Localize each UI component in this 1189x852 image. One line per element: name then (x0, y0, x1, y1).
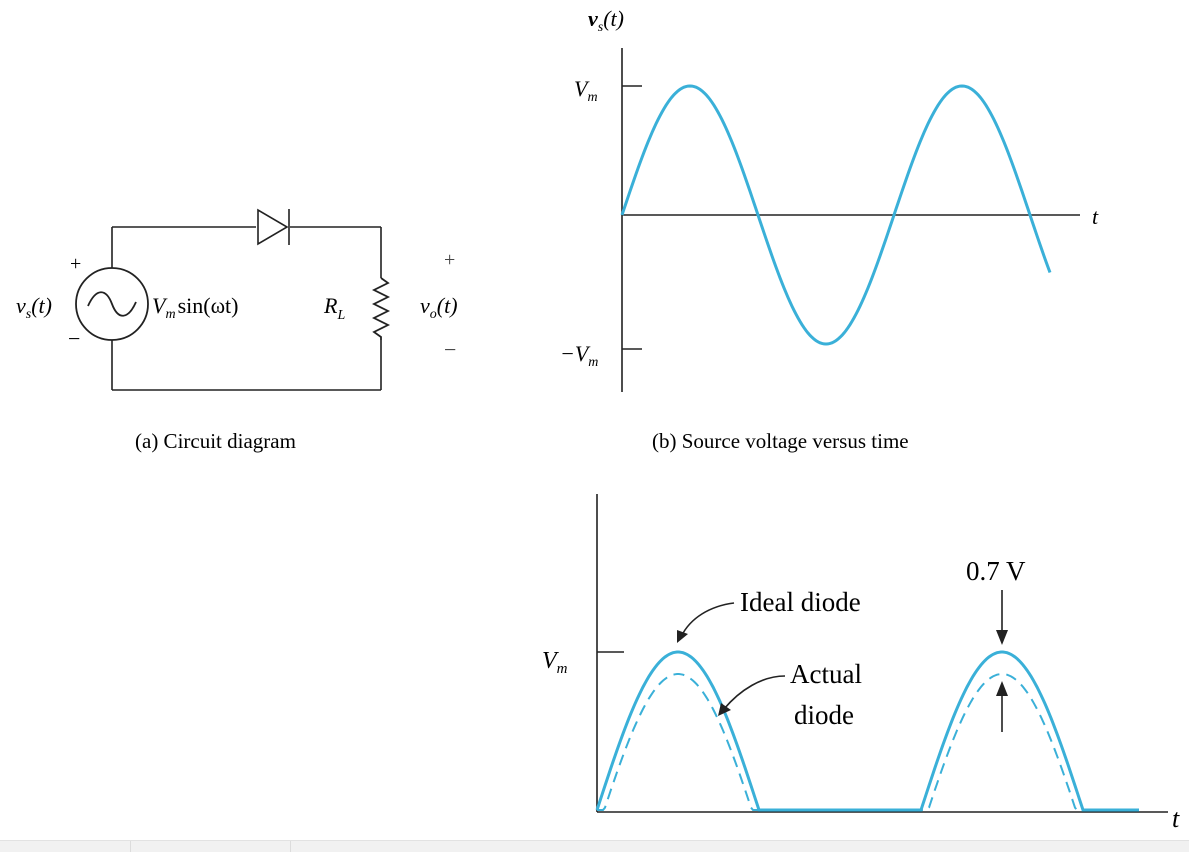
actual-diode-label-line1: Actual (790, 659, 862, 689)
diode-drop-arrowhead-down (996, 630, 1008, 645)
source-voltage-label: vs(t) (16, 293, 52, 322)
output-minus-sign: − (444, 337, 456, 362)
source-voltage-plot: vs(t) Vm −Vm t (b) Source voltage versus… (560, 6, 1099, 453)
source-expression-subscript: m (165, 307, 175, 322)
output-plus-sign: + (444, 249, 455, 271)
source-plot-neg-vm-subscript: m (588, 355, 598, 370)
source-plot-vm-label: Vm (574, 76, 598, 105)
source-voltage-symbol: v (16, 293, 26, 318)
output-voltage-label: vo(t) (420, 293, 458, 322)
ideal-diode-arrowhead (677, 630, 688, 643)
strip-divider (290, 841, 291, 852)
source-plus-sign: + (70, 253, 81, 275)
source-plot-xlabel: t (1092, 204, 1099, 229)
source-plot-caption: (b) Source voltage versus time (652, 429, 909, 453)
circuit-wires (111, 226, 382, 391)
resistor-symbol-letter: R (323, 293, 338, 318)
source-plot-ylabel-argument: (t) (603, 6, 624, 31)
source-plot-vm-symbol: V (574, 76, 590, 101)
diode-symbol (257, 208, 290, 246)
output-voltage-plot: Vm t Ideal diode Actual diode 0.7 V (542, 494, 1180, 833)
circuit-caption: (a) Circuit diagram (135, 429, 296, 453)
actual-diode-curve (597, 673, 1139, 811)
source-plot-vm-subscript: m (587, 90, 597, 105)
circuit-diagram: + − vs(t) Vmsin(ωt) RL + vo(t) − (a) Cir… (16, 208, 458, 453)
resistor-subscript: L (336, 308, 345, 323)
source-expression: Vmsin(ωt) (152, 293, 239, 322)
source-plot-ylabel-subscript: s (598, 20, 604, 35)
source-plot-ylabel: vs(t) (588, 6, 624, 35)
resistor-symbol (371, 277, 391, 340)
source-expression-amplitude: V (152, 293, 168, 318)
source-voltage-curve (620, 84, 1052, 346)
source-expression-sine: sin(ωt) (178, 293, 239, 318)
output-plot-xlabel: t (1172, 804, 1180, 833)
output-voltage-symbol: v (420, 293, 430, 318)
strip-divider (130, 841, 131, 852)
ac-source-symbol (75, 267, 149, 341)
output-plot-vm-subscript: m (557, 661, 568, 677)
resistor-label: RL (323, 293, 345, 323)
ideal-diode-curve (595, 650, 1139, 812)
source-plot-neg-vm-label: −Vm (560, 341, 598, 370)
output-voltage-subscript: o (430, 307, 437, 322)
ideal-diode-label: Ideal diode (740, 587, 861, 617)
source-plot-ylabel-symbol: v (588, 6, 598, 31)
bottom-toolbar-strip (0, 840, 1189, 852)
output-voltage-argument: (t) (437, 293, 458, 318)
diode-drop-arrowhead-up (996, 681, 1008, 696)
diode-drop-label: 0.7 V (966, 556, 1026, 586)
actual-diode-pointer (723, 675, 786, 710)
output-plot-vm-symbol: V (542, 648, 559, 674)
source-voltage-argument: (t) (31, 293, 52, 318)
source-voltage-subscript: s (26, 307, 32, 322)
sine-wave-icon (87, 291, 137, 317)
diode-triangle (257, 208, 289, 246)
output-plot-vm-label: Vm (542, 648, 568, 677)
actual-diode-arrowhead (718, 703, 731, 716)
actual-diode-label-line2: diode (794, 700, 854, 730)
ideal-diode-pointer (680, 602, 735, 638)
source-plot-neg-vm-symbol: −V (560, 341, 591, 366)
source-minus-sign: − (68, 326, 80, 351)
